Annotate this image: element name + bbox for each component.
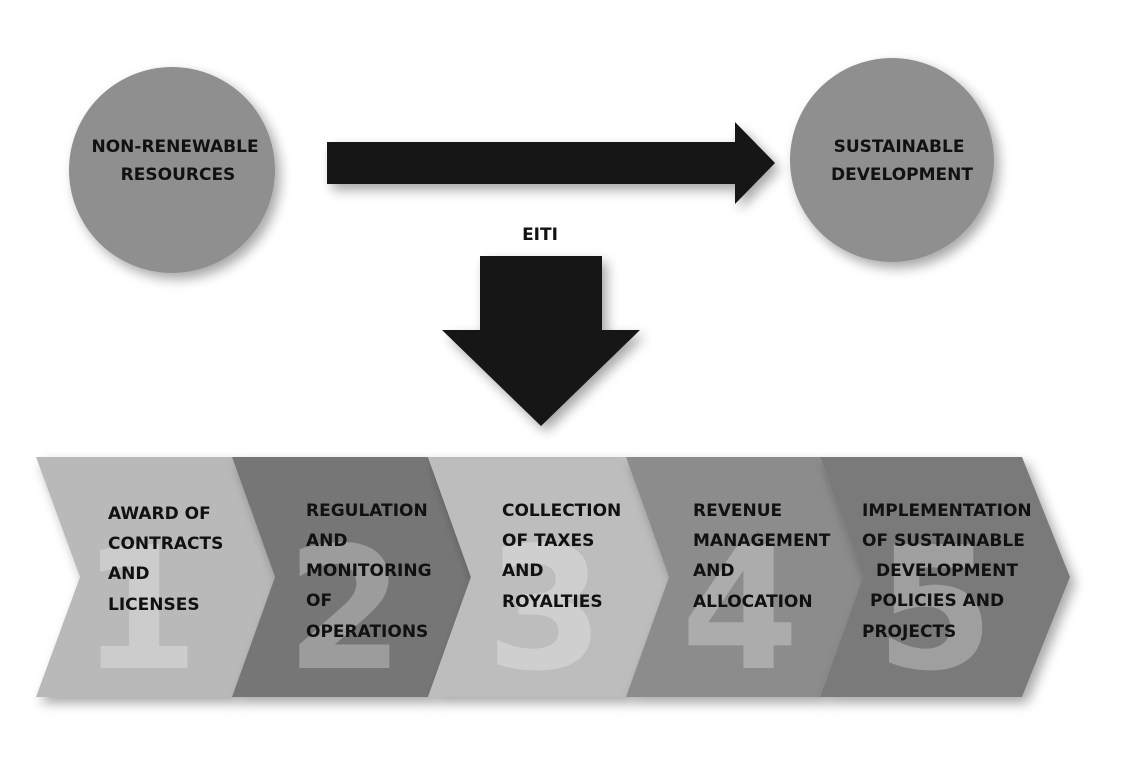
chevron-step-4 — [626, 457, 863, 697]
svg-text:SUSTAINABLE DEVELOPMENT: SUSTAINABLE DEVELOPMENT — [831, 137, 973, 185]
step-number: 3 — [486, 511, 604, 709]
step-label-line: MONITORING — [306, 561, 432, 581]
svg-text:NON-RENEWABLE RESOURCES: NON-RENEWABLE RESOURCES — [92, 137, 265, 185]
down-arrow-icon — [442, 256, 640, 426]
chevron-step-3 — [428, 457, 669, 697]
step-label-line: AND — [306, 531, 348, 551]
target-circle-line: SUSTAINABLE — [834, 137, 965, 157]
step-label-line: MANAGEMENT — [693, 531, 831, 551]
step-number: 5 — [876, 511, 994, 709]
step-label-line: AWARD OF — [108, 504, 211, 524]
right-arrow-icon — [327, 122, 775, 204]
step-label-line: AND — [502, 561, 544, 581]
chevron-step-5 — [820, 457, 1070, 697]
target-circle: SUSTAINABLE DEVELOPMENT — [790, 58, 994, 262]
step-label-line: ROYALTIES — [502, 592, 603, 612]
step-label-line: ALLOCATION — [693, 592, 813, 612]
chevron-step-2 — [232, 457, 471, 697]
step-number: 2 — [286, 511, 404, 709]
step-label: REGULATION AND MONITORING OF OPERATIONS — [306, 501, 438, 642]
step-label-line: OPERATIONS — [306, 622, 428, 642]
source-circle: NON-RENEWABLE RESOURCES — [69, 67, 275, 273]
step-label-line: DEVELOPMENT — [876, 561, 1018, 581]
process-chain: 1 2 3 4 5 AWARD OF CONTRACTS AND LICENSE… — [36, 457, 1070, 709]
step-label-line: OF SUSTAINABLE — [862, 531, 1025, 551]
step-label-line: POLICIES AND — [870, 591, 1004, 611]
step-number: 1 — [81, 511, 199, 709]
chevron-step-1 — [36, 457, 275, 697]
step-label-line: LICENSES — [108, 595, 200, 615]
step-label-line: REVENUE — [693, 501, 782, 521]
step-label-line: REGULATION — [306, 501, 428, 521]
down-arrow-label: EITI — [522, 225, 558, 245]
source-circle-line: NON-RENEWABLE — [92, 137, 259, 157]
step-label-line: OF TAXES — [502, 531, 594, 551]
step-number: 4 — [681, 511, 799, 709]
source-circle-line: RESOURCES — [121, 165, 236, 185]
step-label: REVENUE MANAGEMENT AND ALLOCATION — [693, 501, 836, 612]
step-label-line: IMPLEMENTATION — [862, 501, 1032, 521]
step-label-line: COLLECTION — [502, 501, 621, 521]
target-circle-line: DEVELOPMENT — [831, 165, 973, 185]
step-label: COLLECTION OF TAXES AND ROYALTIES — [502, 501, 627, 612]
step-label-line: PROJECTS — [862, 622, 956, 642]
step-label-line: CONTRACTS — [108, 534, 223, 554]
step-label-line: AND — [693, 561, 735, 581]
step-label-line: OF — [306, 591, 332, 611]
step-label-line: AND — [108, 564, 150, 584]
step-label: AWARD OF CONTRACTS AND LICENSES — [108, 504, 229, 615]
step-label: IMPLEMENTATION OF SUSTAINABLE DEVELOPMEN… — [862, 501, 1038, 642]
